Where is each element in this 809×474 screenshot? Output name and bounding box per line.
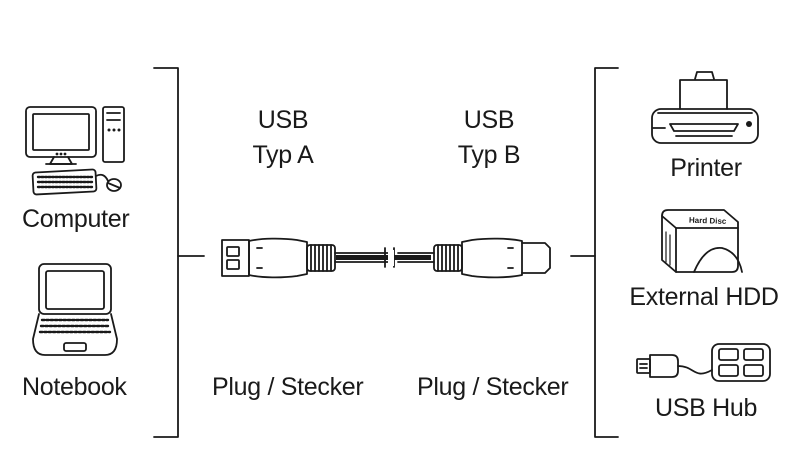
- left-bracket: [153, 67, 205, 438]
- usb-type-b-plug-icon: [433, 237, 551, 279]
- notebook-label: Notebook: [22, 373, 127, 401]
- notebook-icon: [32, 263, 118, 356]
- right-bracket: [570, 67, 619, 438]
- printer-icon: [651, 71, 759, 144]
- usb-cable-core: [336, 255, 431, 260]
- usb-a-plug-label: Plug / Stecker: [212, 373, 364, 401]
- usb-hub-icon: [636, 343, 771, 382]
- usb-b-subtitle: Typ B: [457, 141, 521, 169]
- usb-b-title: USB: [463, 106, 515, 134]
- external-hdd-icon: [661, 209, 743, 273]
- hdd-badge: Hard Disc: [689, 216, 727, 226]
- computer-icon: [25, 106, 125, 196]
- usb-type-a-plug-icon: [221, 237, 336, 279]
- printer-label: Printer: [670, 154, 742, 182]
- usb-a-title: USB: [257, 106, 309, 134]
- computer-icon-dots: [55, 128, 121, 156]
- printer-indicator-light: [746, 121, 752, 127]
- usb-a-subtitle: Typ A: [252, 141, 314, 169]
- usb-hub-label: USB Hub: [654, 394, 758, 422]
- computer-label: Computer: [22, 205, 130, 233]
- usb-b-plug-label: Plug / Stecker: [417, 373, 569, 401]
- external-hdd-label: External HDD: [629, 283, 779, 311]
